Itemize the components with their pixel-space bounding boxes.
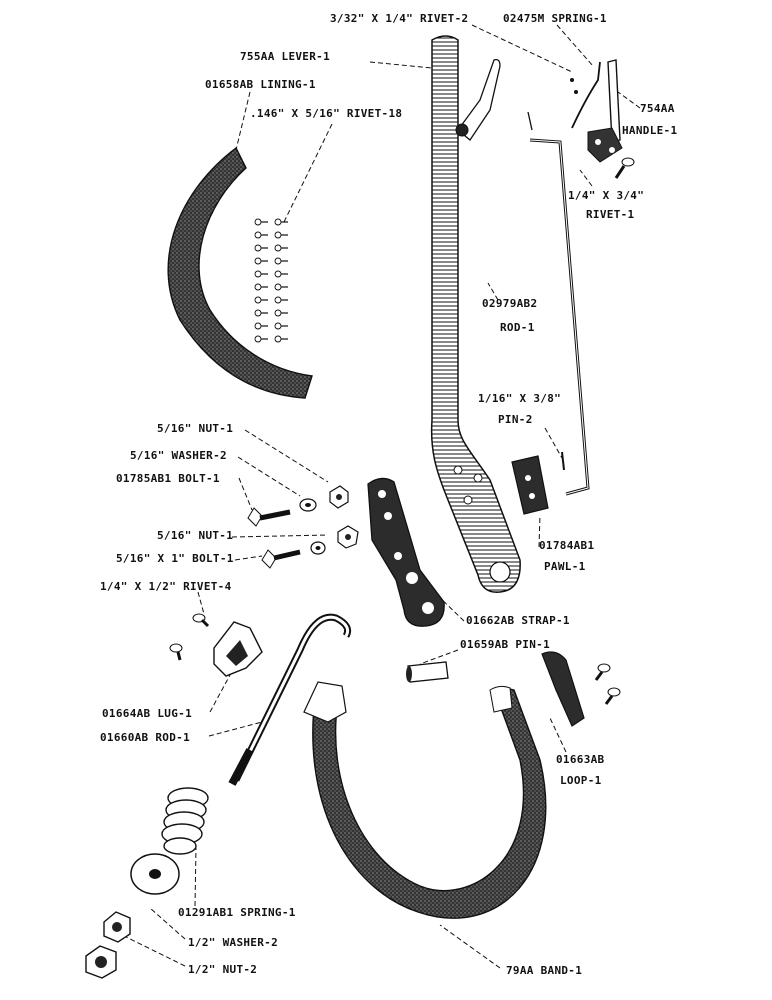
label-loop-number: 01663AB xyxy=(556,753,605,766)
label-rivet-14x12: 1/4" X 1/2" RIVET-4 xyxy=(100,580,232,593)
bolt-01785-part xyxy=(247,507,291,527)
lining-part xyxy=(167,146,313,399)
label-spring-02475m: 02475M SPRING-1 xyxy=(503,12,607,25)
spring-01291-part xyxy=(161,787,209,855)
leader-lines xyxy=(119,24,641,969)
label-lever: 755AA LEVER-1 xyxy=(240,50,330,63)
label-rivet-146: .146" X 5/16" RIVET-18 xyxy=(250,107,402,120)
label-bolt-01785: 01785AB1 BOLT-1 xyxy=(116,472,220,485)
pin-116-part xyxy=(561,451,565,471)
rod-01660-part xyxy=(228,613,352,786)
label-loop: LOOP-1 xyxy=(560,774,602,787)
label-strap: 01662AB STRAP-1 xyxy=(466,614,570,627)
washer-516-b-part xyxy=(310,541,326,555)
bolt-516x1-part xyxy=(261,549,301,569)
handle-754aa-part xyxy=(587,59,623,163)
rivets-146-group xyxy=(254,218,288,343)
washer-516-part xyxy=(299,498,317,512)
label-rivet-14x34-size: 1/4" X 3/4" xyxy=(568,189,644,202)
label-pin-01659: 01659AB PIN-1 xyxy=(460,638,550,651)
label-rod-02979-number: 02979AB2 xyxy=(482,297,537,310)
label-pawl-number: 01784AB1 xyxy=(539,539,594,552)
label-handle-number: 754AA xyxy=(640,102,675,115)
label-washer-12: 1/2" WASHER-2 xyxy=(188,936,278,949)
rod-02979-part xyxy=(527,111,590,496)
label-handle: HANDLE-1 xyxy=(622,124,677,137)
label-nut-12: 1/2" NUT-2 xyxy=(188,963,257,976)
washer-12-part xyxy=(130,853,180,895)
label-pawl: PAWL-1 xyxy=(544,560,586,573)
label-bolt-516x1: 5/16" X 1" BOLT-1 xyxy=(116,552,234,565)
label-lining: 01658AB LINING-1 xyxy=(205,78,316,91)
label-rivet-14x34: RIVET-1 xyxy=(586,208,635,221)
label-rivet-332x14: 3/32" X 1/4" RIVET-2 xyxy=(330,12,468,25)
label-pin-116: PIN-2 xyxy=(498,413,533,426)
nut-516-b-part xyxy=(337,525,359,549)
label-nut-516-a: 5/16" NUT-1 xyxy=(157,422,233,435)
label-washer-516: 5/16" WASHER-2 xyxy=(130,449,227,462)
label-spring-01291: 01291AB1 SPRING-1 xyxy=(178,906,296,919)
label-rod-02979: ROD-1 xyxy=(500,321,535,334)
nut-12-a-part xyxy=(103,911,131,943)
label-rod-01660: 01660AB ROD-1 xyxy=(100,731,190,744)
rivets-14x12-part xyxy=(169,613,210,661)
rivet-14x34-part xyxy=(614,157,635,179)
pawl-part xyxy=(511,455,549,515)
label-pin-116-size: 1/16" X 3/8" xyxy=(478,392,561,405)
loop-part xyxy=(541,651,621,727)
lever-part xyxy=(430,35,521,593)
nut-516-a-part xyxy=(329,485,349,509)
nut-12-b-part xyxy=(85,945,117,979)
strap-part xyxy=(367,477,445,627)
label-nut-516-b: 5/16" NUT-1 xyxy=(157,529,233,542)
pin-01659-part xyxy=(406,661,449,683)
lug-part xyxy=(213,621,263,677)
label-band: 79AA BAND-1 xyxy=(506,964,582,977)
band-part xyxy=(303,681,547,919)
spring-02475m-part xyxy=(570,61,601,129)
label-lug: 01664AB LUG-1 xyxy=(102,707,192,720)
